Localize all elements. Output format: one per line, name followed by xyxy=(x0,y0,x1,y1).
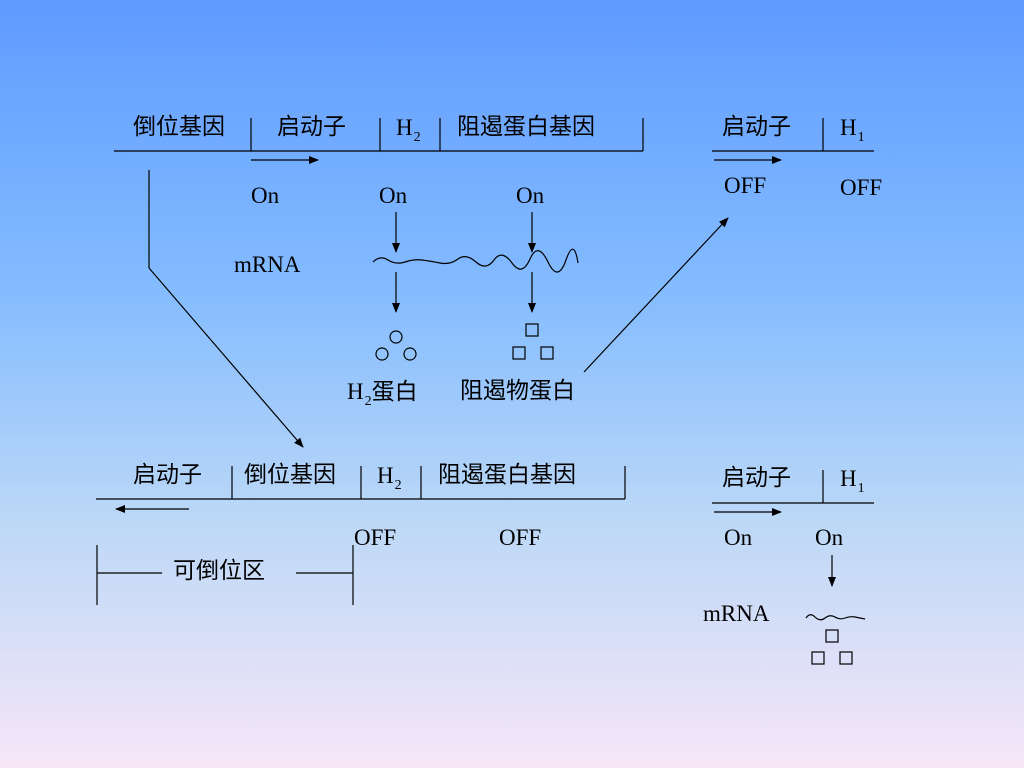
segment-repressor-gene: 阻遏蛋白基因 xyxy=(457,114,595,140)
state-h1-on: On xyxy=(815,525,844,550)
segment-h2-inverted: H2 xyxy=(377,463,402,493)
repressor-protein-label: 阻遏物蛋白 xyxy=(460,378,575,404)
state-promoter-on: On xyxy=(251,183,280,208)
state-repressor-off: OFF xyxy=(499,525,542,550)
state-h2-on: On xyxy=(379,183,408,208)
mrna-label-h1: mRNA xyxy=(703,601,770,626)
state-repressor-on: On xyxy=(516,183,545,208)
segment-promoter-h1-active: 启动子 xyxy=(722,465,791,491)
segment-promoter: 启动子 xyxy=(277,114,346,140)
mrna-label: mRNA xyxy=(234,252,301,277)
segment-promoter-inverted: 启动子 xyxy=(133,462,202,488)
segment-inversion-gene-inverted: 倒位基因 xyxy=(244,462,336,488)
h2-protein-label: H2蛋白 xyxy=(347,379,418,409)
segment-h2: H2 xyxy=(396,115,421,145)
segment-repressor-gene-inverted: 阻遏蛋白基因 xyxy=(438,462,576,488)
state-promoter-h1-on: On xyxy=(724,525,753,550)
segment-promoter-h1: 启动子 xyxy=(722,114,791,140)
invertible-region-label: 可倒位区 xyxy=(173,558,265,584)
segment-h1-active: H1 xyxy=(840,466,865,496)
state-promoter-h1-off: OFF xyxy=(724,173,767,198)
segment-inversion-gene: 倒位基因 xyxy=(133,114,225,140)
state-h1-off: OFF xyxy=(840,175,883,200)
segment-h1: H1 xyxy=(840,115,865,145)
state-h2-off: OFF xyxy=(354,525,397,550)
